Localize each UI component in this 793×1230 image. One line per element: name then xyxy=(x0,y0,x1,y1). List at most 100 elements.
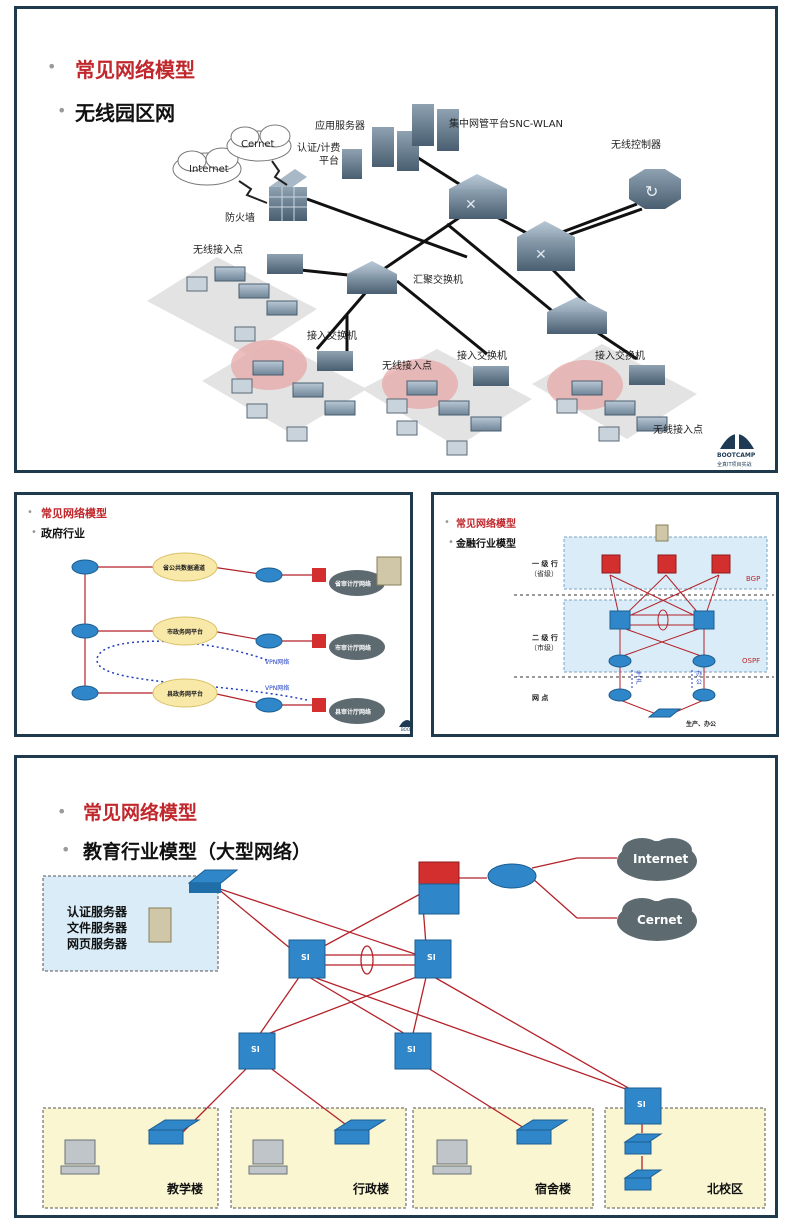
flow-label: 生 xyxy=(636,671,643,678)
logo-name: BOOTCAMP xyxy=(717,452,756,459)
access-point-icon xyxy=(214,266,668,432)
vpn-label: VPN网络 xyxy=(265,659,290,666)
ospf-label: OSPF xyxy=(742,657,761,665)
app-server-label: 应用服务器 xyxy=(315,121,365,132)
si-label: SI xyxy=(637,1100,646,1109)
mgmt-platform-label: 集中网管平台SNC-WLAN xyxy=(449,119,564,130)
svg-text:✕: ✕ xyxy=(535,247,547,263)
cloud-label: 县政务网平台 xyxy=(167,691,204,698)
auth-platform-label-2: 平台 xyxy=(319,156,339,167)
l3-switch-icon xyxy=(238,939,662,1125)
page-subtitle: 金融行业模型 xyxy=(456,539,516,550)
red-switch-icon xyxy=(601,554,731,574)
bullet-icon: • xyxy=(31,527,37,538)
si-label: SI xyxy=(407,1045,416,1054)
router-icon xyxy=(608,654,716,702)
internet-label: Internet xyxy=(189,164,229,175)
red-links xyxy=(181,857,643,1170)
bullet-icon: • xyxy=(57,802,67,821)
server-icon xyxy=(655,524,669,542)
destination-label: 市审计厅网络 xyxy=(335,645,372,652)
bullet-icon: • xyxy=(448,537,454,548)
access-switch-label: 接入交换机 xyxy=(457,351,507,362)
flow-label: 办 xyxy=(696,671,703,678)
section-title: 常见网络模型 xyxy=(83,802,198,824)
flow-label: 公 xyxy=(696,679,703,686)
destination-label: 县审计厅网络 xyxy=(335,709,372,716)
access-switch-icon xyxy=(267,254,665,386)
firewall-label: 防火墙 xyxy=(225,213,255,224)
tier-label: 一 级 行 xyxy=(532,560,558,568)
bgp-label: BGP xyxy=(746,575,761,583)
cloud-label: 省公共数据通道 xyxy=(163,565,206,572)
ap-label: 无线接入点 xyxy=(653,425,703,436)
data-channel-cloud-icon xyxy=(152,552,218,708)
panel-government: • 常见网络模型 • 政府行业 省公共数据通道 市政务网平台 县政务网平台 省审… xyxy=(14,492,413,737)
si-label: SI xyxy=(251,1045,260,1054)
link-bundle-icon xyxy=(657,609,669,631)
aggregation-switch-icon xyxy=(547,297,607,334)
cloud-label: 市政务网平台 xyxy=(167,629,204,636)
wlc-label: 无线控制器 xyxy=(611,140,661,151)
link-bundle-icon xyxy=(360,945,374,975)
bullet-icon: • xyxy=(57,101,67,120)
tier-label: （省级） xyxy=(530,570,558,578)
internet-label: Internet xyxy=(633,852,689,866)
tier-label: 网 点 xyxy=(532,694,549,702)
si-label: SI xyxy=(301,953,310,962)
aggregation-switch-icon xyxy=(347,261,397,294)
vpn-label: VPN网络 xyxy=(265,685,290,692)
destination-cloud-icon xyxy=(329,570,385,724)
logo-subtitle: 全真IT项目实战 xyxy=(717,462,752,468)
education-diagram xyxy=(42,838,766,1209)
access-switch-label: 接入交换机 xyxy=(595,351,645,362)
server-label: 网页服务器 xyxy=(67,937,128,951)
svg-text:↻: ↻ xyxy=(645,182,658,201)
section-title: 常见网络模型 xyxy=(41,507,107,520)
zone-label: 教学楼 xyxy=(167,1182,204,1196)
server-rack-icon xyxy=(342,104,459,179)
access-switch-label: 接入交换机 xyxy=(307,331,357,342)
computer-icon xyxy=(60,1139,472,1175)
core-switch-icon: ✕ xyxy=(517,221,575,271)
bullet-icon: • xyxy=(27,507,33,518)
ap-label: 无线接入点 xyxy=(193,245,243,256)
si-label: SI xyxy=(427,953,436,962)
cernet-cloud-icon xyxy=(617,898,697,941)
server-icon xyxy=(376,556,402,586)
router-icon xyxy=(487,863,537,889)
tier-dividers xyxy=(514,594,774,678)
firewall-icon xyxy=(312,568,326,712)
ap-label: 无线接入点 xyxy=(382,361,432,372)
vpn-links xyxy=(96,640,308,701)
server-icon xyxy=(148,907,172,943)
page-subtitle: 无线园区网 xyxy=(75,101,175,125)
tier-label: 二 级 行 xyxy=(532,634,558,642)
cernet-label: Cernet xyxy=(241,139,275,150)
internet-cloud-icon xyxy=(617,838,697,881)
laptop-icon xyxy=(186,276,620,456)
lightning-icon xyxy=(238,160,288,204)
government-diagram xyxy=(71,552,410,727)
router-icon xyxy=(71,559,283,713)
access-switch-icon xyxy=(147,1119,663,1191)
auth-platform-label: 认证/计费 xyxy=(297,143,341,154)
zone-label: 宿舍楼 xyxy=(535,1182,572,1196)
bottom-label: 生产、办公 xyxy=(686,721,717,728)
bootcamp-logo-icon xyxy=(399,720,410,727)
panel-education: • 常见网络模型 • 教育行业模型（大型网络） 认证服务器 文件服务器 网页服务… xyxy=(14,755,778,1218)
section-title: 常见网络模型 xyxy=(456,519,516,530)
bootcamp-logo-icon xyxy=(720,427,754,449)
bullet-icon: • xyxy=(61,840,71,859)
zone-label: 北校区 xyxy=(707,1182,744,1196)
server-label: 认证服务器 xyxy=(67,905,128,919)
server-zone xyxy=(42,875,219,972)
bullet-icon: • xyxy=(444,517,450,528)
svg-text:✕: ✕ xyxy=(465,197,477,213)
internet-cloud-icon xyxy=(172,147,242,186)
server-label: 文件服务器 xyxy=(67,921,128,935)
destination-label: 省审计厅网络 xyxy=(335,581,372,588)
firewall-icon xyxy=(269,169,307,221)
logo-name: BOOT xyxy=(401,727,413,732)
blue-switch-icon xyxy=(609,610,715,630)
